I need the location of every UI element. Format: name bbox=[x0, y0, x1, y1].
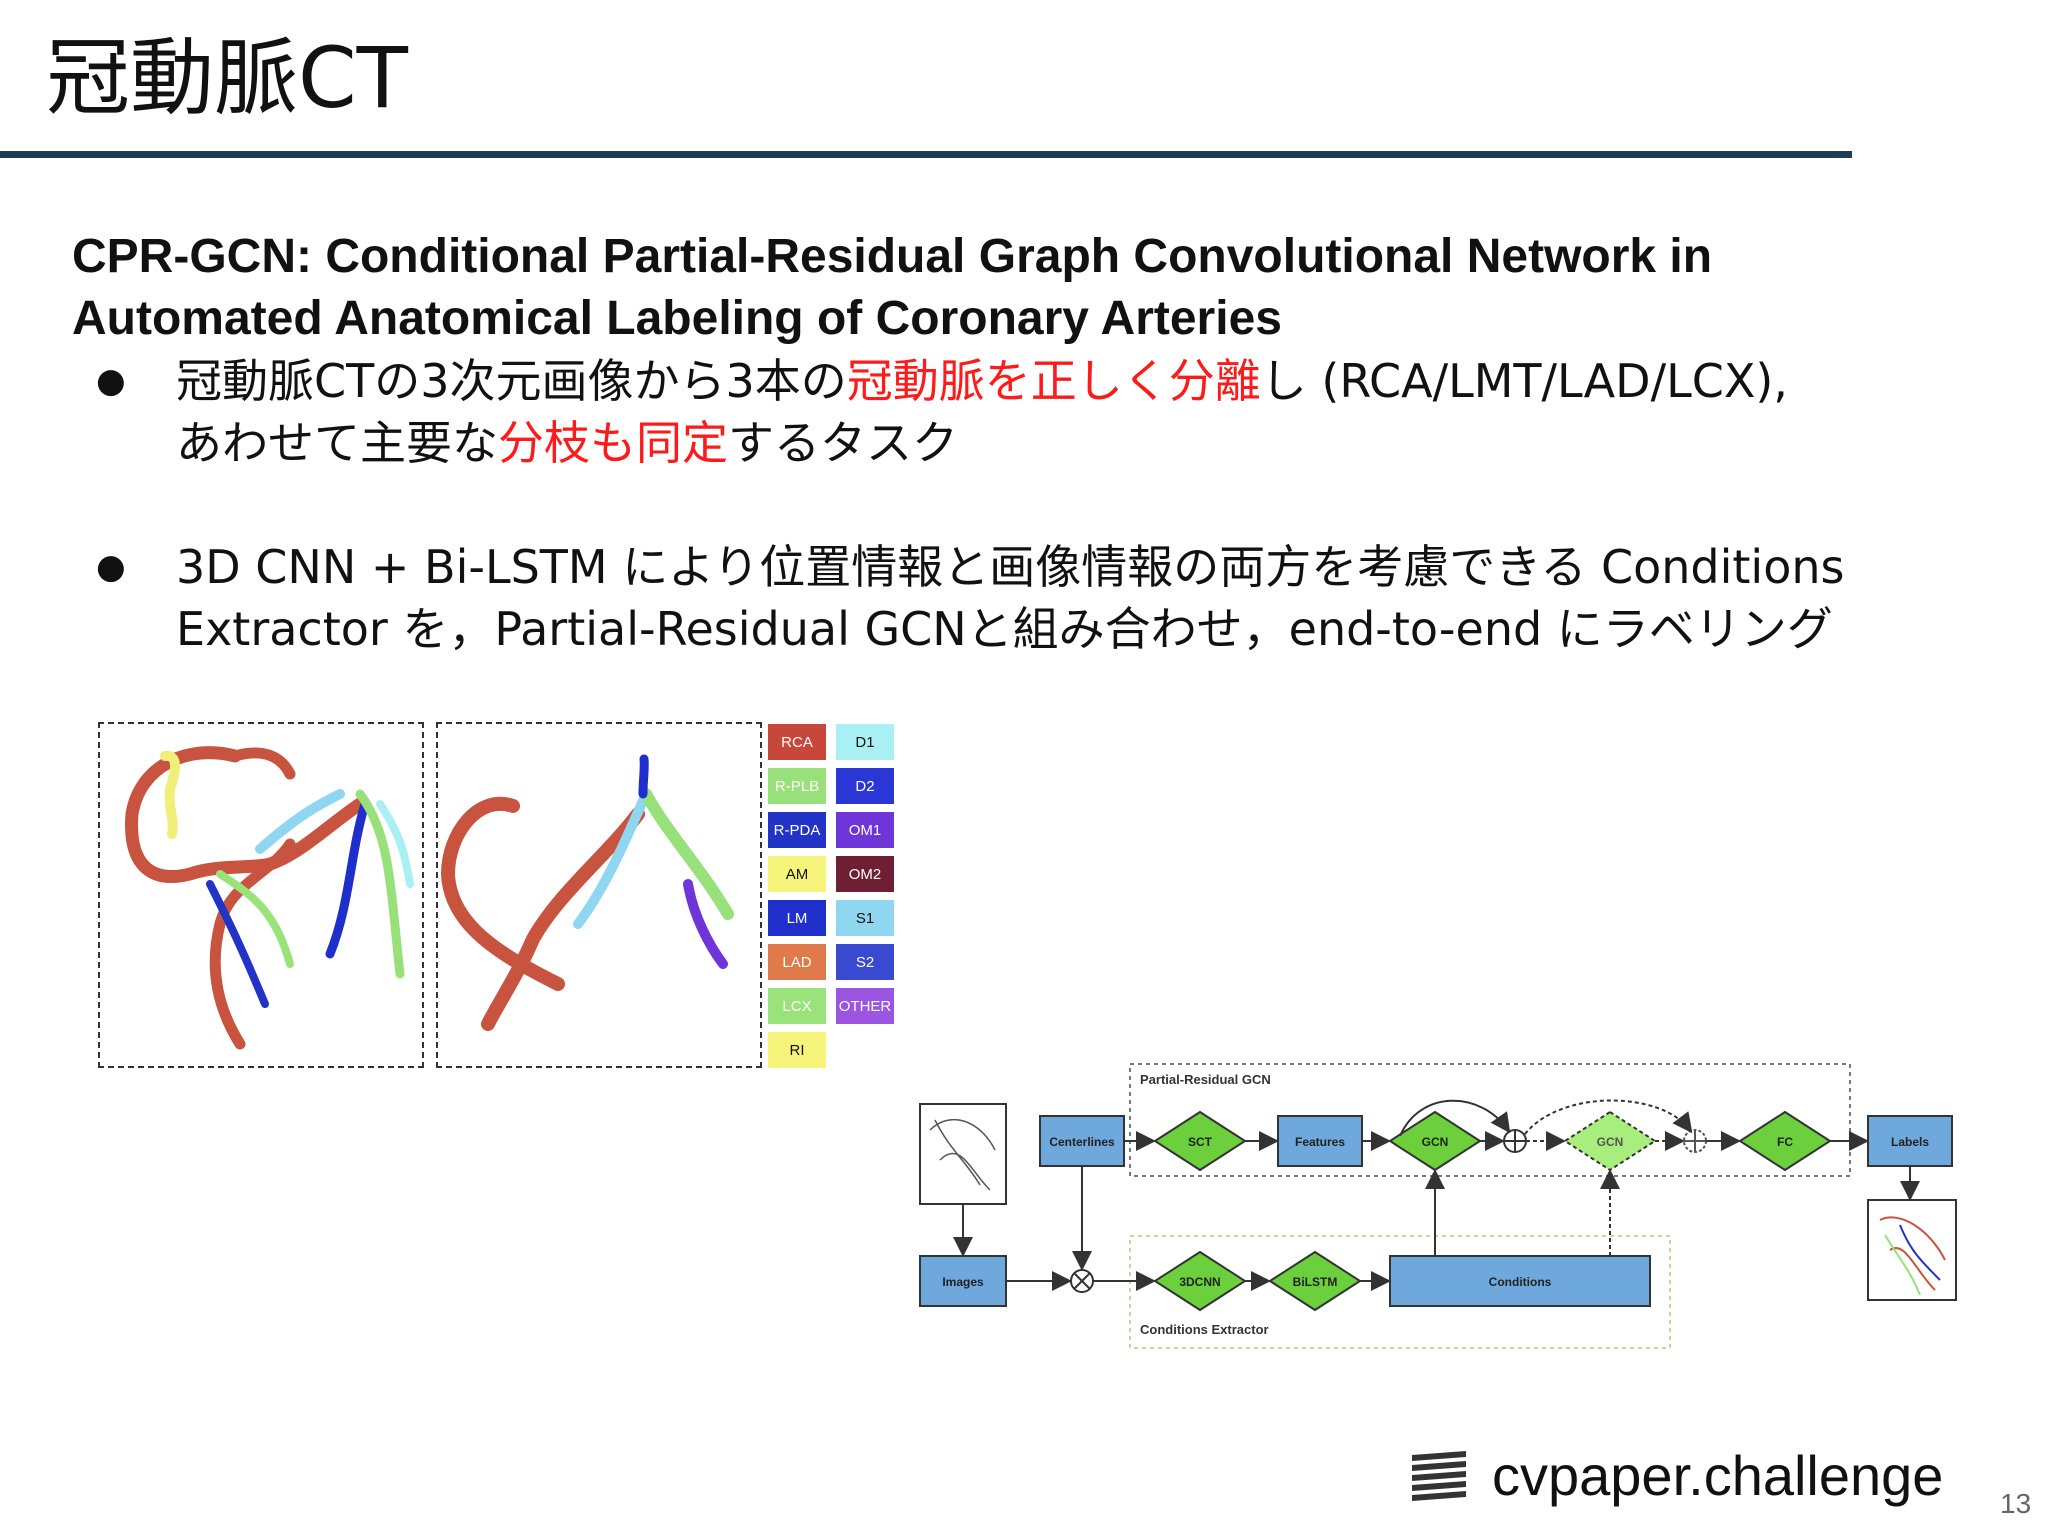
cnn3d-node bbox=[1153, 1250, 1247, 1312]
conditions-label: Conditions bbox=[1489, 1275, 1552, 1289]
slide-title: 冠動脈CT bbox=[46, 29, 408, 127]
conditions-extractor-label: Conditions Extractor bbox=[1140, 1322, 1269, 1337]
bilstm-label: BiLSTM bbox=[1293, 1275, 1338, 1289]
title-divider bbox=[0, 151, 1852, 158]
artery-render-1 bbox=[125, 746, 414, 1050]
bullet-item-2: ● 3D CNN + Bi-LSTM により位置情報と画像情報の両方を考慮できる… bbox=[90, 536, 1970, 660]
bullet-dot: ● bbox=[96, 547, 126, 587]
images-label: Images bbox=[942, 1275, 984, 1289]
legend-ri: RI bbox=[768, 1032, 826, 1068]
gcn-label-2: GCN bbox=[1597, 1135, 1624, 1149]
bullet-1-text-tail: し (RCA/LMT/LAD/LCX), bbox=[1260, 354, 1788, 408]
paper-title: CPR-GCN: Conditional Partial-Residual Gr… bbox=[72, 226, 1902, 350]
bullet-1-line1: 冠動脈CTの3次元画像から3本の冠動脈を正しく分離し (RCA/LMT/LAD/… bbox=[176, 350, 1970, 412]
legend-other: OTHER bbox=[836, 988, 894, 1024]
input-image-thumbnail bbox=[919, 1103, 1007, 1205]
artery-figure-panel-2 bbox=[436, 722, 762, 1068]
paper-title-line1: CPR-GCN: Conditional Partial-Residual Gr… bbox=[72, 230, 1713, 283]
legend-lad: LAD bbox=[768, 944, 826, 980]
legend-r-plb: R-PLB bbox=[768, 768, 826, 804]
architecture-diagram: Partial-Residual GCN Conditions Extracto… bbox=[919, 1063, 1957, 1349]
fc-label: FC bbox=[1777, 1135, 1793, 1149]
conditions-box bbox=[1389, 1255, 1651, 1307]
artery-figure-panel-1 bbox=[98, 722, 424, 1068]
legend-lm: LM bbox=[768, 900, 826, 936]
bullet-1-line2-tail: するタスク bbox=[728, 416, 958, 470]
sct-node bbox=[1153, 1110, 1247, 1172]
sct-label: SCT bbox=[1188, 1135, 1213, 1149]
conditions-extractor-box bbox=[1129, 1235, 1671, 1349]
partial-residual-gcn-box bbox=[1129, 1063, 1851, 1177]
features-label: Features bbox=[1295, 1135, 1345, 1149]
bullet-1-line2: あわせて主要な分枝も同定するタスク bbox=[176, 412, 1970, 474]
cnn3d-label: 3DCNN bbox=[1179, 1275, 1220, 1289]
centerlines-label: Centerlines bbox=[1049, 1135, 1115, 1149]
bullet-list: ● 冠動脈CTの3次元画像から3本の冠動脈を正しく分離し (RCA/LMT/LA… bbox=[90, 350, 1970, 660]
fc-node bbox=[1738, 1110, 1832, 1172]
gcn-label-1: GCN bbox=[1422, 1135, 1449, 1149]
bullet-1-line2-highlight: 分枝も同定 bbox=[498, 416, 728, 470]
bilstm-node bbox=[1268, 1250, 1362, 1312]
artery-render-2 bbox=[441, 754, 734, 1031]
brand-logo: cvpaper.challenge bbox=[1408, 1440, 1943, 1510]
features-box bbox=[1277, 1115, 1363, 1167]
legend-om1: OM1 bbox=[836, 812, 894, 848]
partial-residual-gcn-label: Partial-Residual GCN bbox=[1140, 1072, 1271, 1087]
paper-title-line2: Automated Anatomical Labeling of Coronar… bbox=[72, 292, 1282, 345]
legend-s2: S2 bbox=[836, 944, 894, 980]
brand-name: cvpaper.challenge bbox=[1492, 1443, 1944, 1507]
legend-d2: D2 bbox=[836, 768, 894, 804]
bullet-1-highlight: 冠動脈を正しく分離 bbox=[846, 354, 1261, 408]
bullet-dot: ● bbox=[96, 361, 126, 401]
stack-logo-icon bbox=[1412, 1451, 1466, 1501]
bullet-2-line2: Extractor を，Partial-Residual GCNと組み合わせ，e… bbox=[176, 602, 1833, 656]
legend-s1: S1 bbox=[836, 900, 894, 936]
legend-om2: OM2 bbox=[836, 856, 894, 892]
legend-r-pda: R-PDA bbox=[768, 812, 826, 848]
legend-am: AM bbox=[768, 856, 826, 892]
legend-d1: D1 bbox=[836, 724, 894, 760]
legend-lcx: LCX bbox=[768, 988, 826, 1024]
labels-label: Labels bbox=[1891, 1135, 1929, 1149]
bullet-1-text: 冠動脈CTの3次元画像から3本の bbox=[176, 354, 847, 408]
centerlines-box bbox=[1039, 1115, 1125, 1167]
legend-rca: RCA bbox=[768, 724, 826, 760]
bullet-2-line1: 3D CNN + Bi-LSTM により位置情報と画像情報の両方を考慮できる C… bbox=[176, 540, 1845, 594]
bullet-item-1: ● 冠動脈CTの3次元画像から3本の冠動脈を正しく分離し (RCA/LMT/LA… bbox=[90, 350, 1970, 474]
page-number: 13 bbox=[2000, 1488, 2032, 1519]
bullet-1-line2-text: あわせて主要な bbox=[176, 416, 498, 470]
